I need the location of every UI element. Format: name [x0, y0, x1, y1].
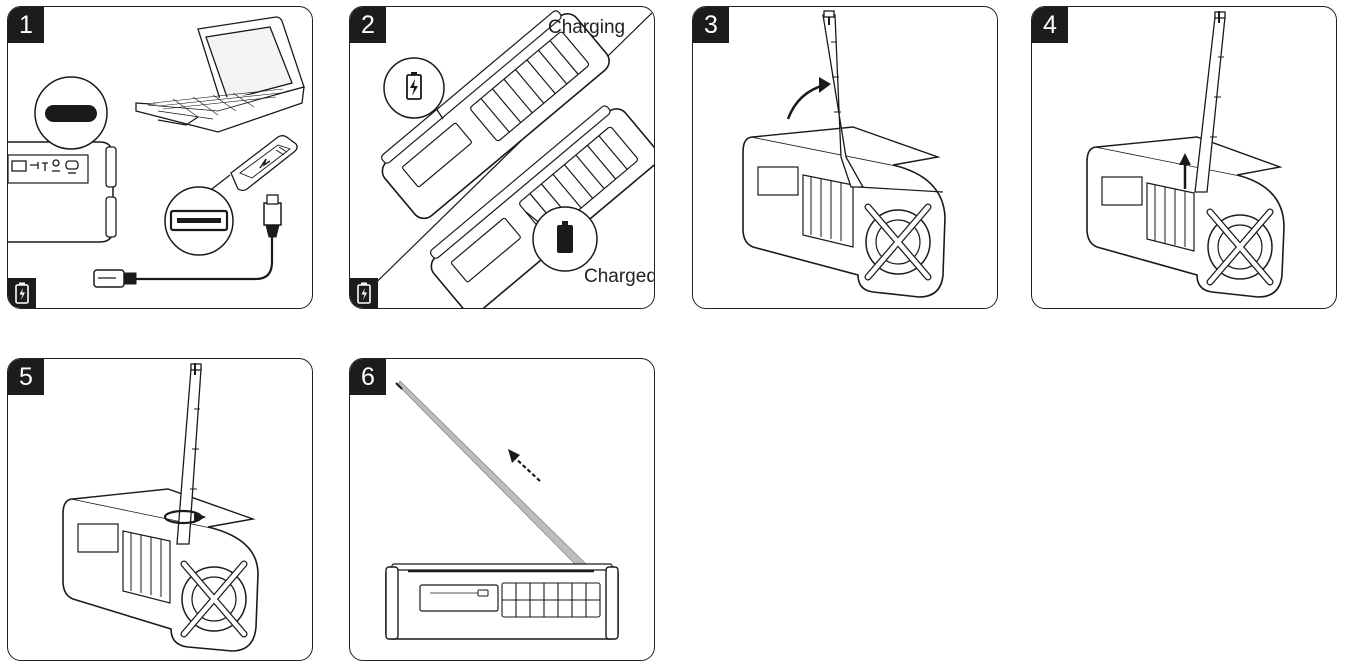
step-2-panel: Charging Charged 2 — [349, 6, 655, 309]
antenna — [822, 10, 865, 188]
radio-front — [385, 563, 619, 640]
radio-perspective — [62, 488, 259, 652]
step-number-badge: 6 — [350, 359, 386, 395]
step-6-panel: 6 — [349, 358, 655, 661]
step-number-badge: 1 — [8, 7, 44, 43]
port-strip — [11, 159, 79, 174]
antenna — [1194, 11, 1226, 193]
step-number-badge: 2 — [350, 7, 386, 43]
step-4-panel: 4 — [1031, 6, 1337, 309]
step-3-panel: 3 — [692, 6, 998, 309]
step-6-illustration — [385, 380, 619, 640]
power-bank-icon — [230, 135, 298, 192]
battery-charging-icon — [350, 278, 378, 308]
radio-perspective — [742, 126, 946, 298]
arrow-icon — [513, 456, 541, 482]
step-number-badge: 4 — [1032, 7, 1068, 43]
step-5-illustration — [62, 363, 259, 652]
charging-label: Charging — [548, 17, 625, 38]
antenna — [395, 380, 587, 566]
usb-cable — [93, 194, 282, 288]
radio-charging — [381, 10, 610, 220]
step-1-illustration — [8, 16, 305, 288]
radio-charged — [430, 105, 654, 308]
usb-c-port-icon — [34, 76, 108, 150]
step-5-panel: 5 — [7, 358, 313, 661]
radio-perspective — [1086, 136, 1285, 298]
charged-label: Charged — [584, 266, 655, 287]
step-2-illustration: Charging Charged — [350, 10, 655, 308]
battery-charging-callout — [383, 57, 445, 120]
battery-charging-icon — [8, 278, 36, 308]
usb-a-port-icon — [164, 174, 234, 256]
laptop-icon — [135, 16, 305, 133]
step-4-illustration — [1086, 11, 1285, 298]
rotate-arrow-icon — [163, 509, 206, 525]
step-number-badge: 3 — [693, 7, 729, 43]
battery-full-callout — [525, 206, 598, 272]
step-3-illustration — [742, 10, 946, 298]
step-1-panel: 1 — [7, 6, 313, 309]
antenna — [176, 363, 202, 545]
step-number-badge: 5 — [8, 359, 44, 395]
